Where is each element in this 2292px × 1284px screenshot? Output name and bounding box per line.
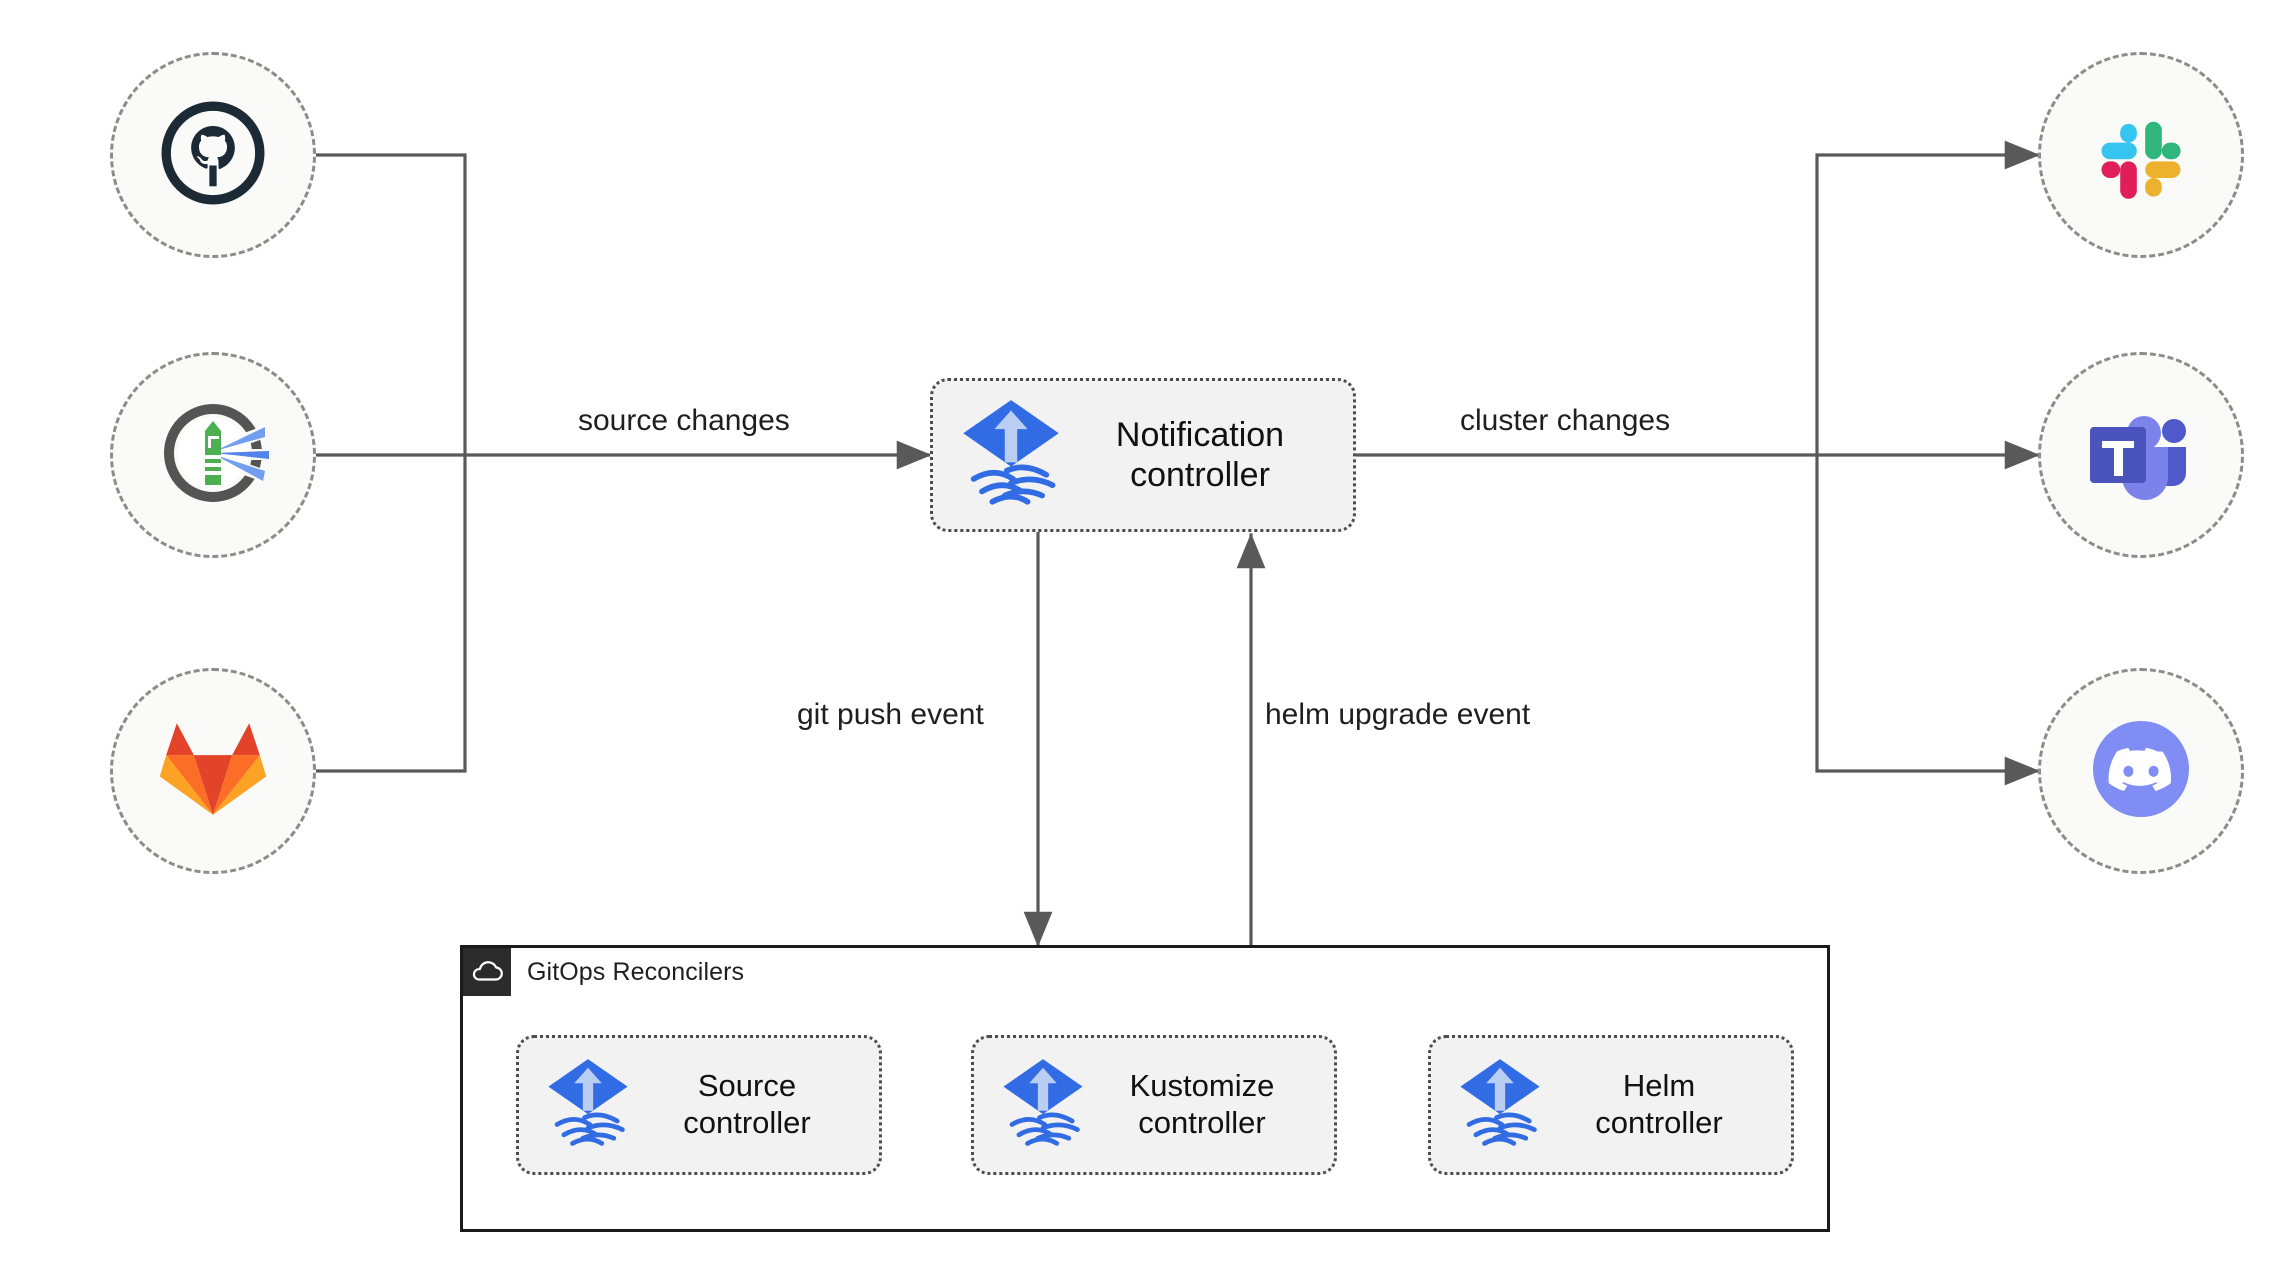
group-title: GitOps Reconcilers [527,957,745,986]
wire-gitlab-to-bus [309,453,467,773]
destination-node-slack[interactable] [2038,52,2244,258]
kustomize-controller-box[interactable]: Kustomize controller [971,1035,1337,1175]
slack-icon [2089,101,2193,210]
gitlab-icon [159,719,267,824]
flux-logo-icon [1457,1057,1543,1154]
github-icon [161,101,265,210]
source-node-gitlab[interactable] [110,668,316,874]
helm-controller-box[interactable]: Helm controller [1428,1035,1794,1175]
wire-github-to-bus [309,153,467,457]
flux-lighthouse-icon [153,393,273,518]
group-header: GitOps Reconcilers [463,948,744,996]
flux-logo-icon [545,1057,631,1154]
destination-node-discord[interactable] [2038,668,2244,874]
source-node-flux[interactable] [110,352,316,558]
edge-label-git-push-event: git push event [797,698,984,731]
source-controller-label: Source controller [683,1068,811,1140]
edge-label-source-changes: source changes [578,404,790,437]
edge-label-cluster-changes: cluster changes [1460,404,1671,437]
helm-controller-label: Helm controller [1595,1068,1723,1140]
source-controller-box[interactable]: Source controller [516,1035,882,1175]
flux-logo-icon [959,398,1063,513]
notification-controller-label: Notification controller [1115,415,1285,494]
destination-node-teams[interactable] [2038,352,2244,558]
source-node-github[interactable] [110,52,316,258]
flux-logo-icon [1000,1057,1086,1154]
microsoft-teams-icon [2086,403,2196,508]
wire-to-slack [1815,140,2040,457]
wire-to-discord [1815,453,2040,786]
notification-controller-box[interactable]: Notification controller [930,378,1356,532]
edge-label-helm-upgrade-event: helm upgrade event [1265,698,1531,731]
kustomize-controller-label: Kustomize controller [1129,1068,1275,1140]
gitops-reconcilers-group: GitOps Reconcilers Source con [460,945,1830,1232]
cloud-icon [463,948,511,996]
discord-icon [2085,713,2197,830]
